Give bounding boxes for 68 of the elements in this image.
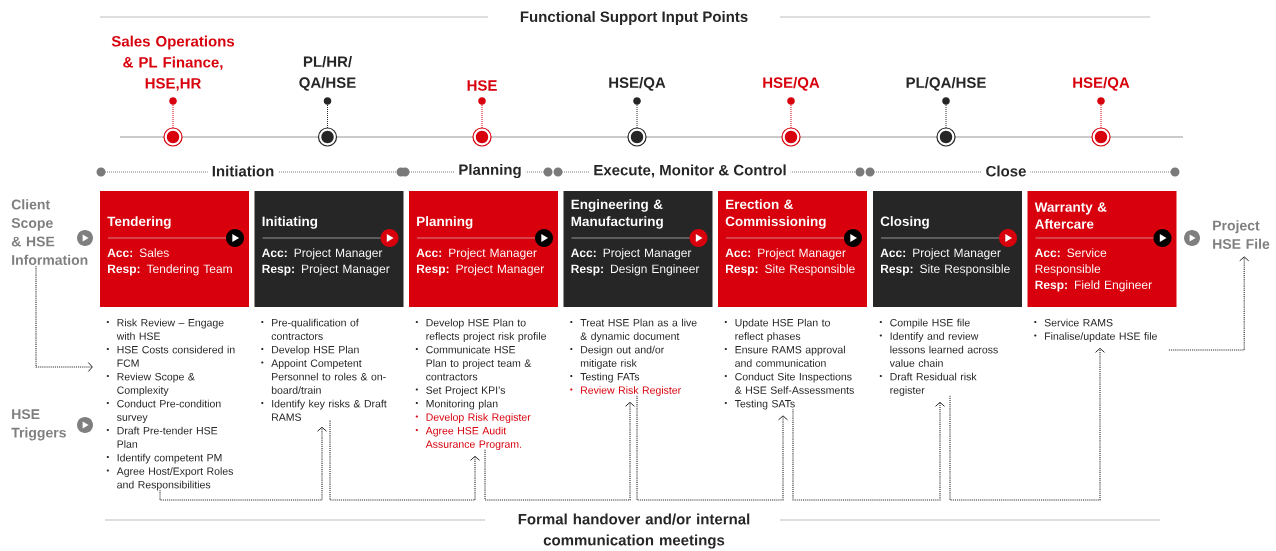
caption: Formal handover and/or internal communication meetings — [518, 513, 750, 549]
node-label: Develop HSE Plan — [272, 345, 359, 356]
node-label: Compile HSE file — [890, 318, 970, 329]
input-label: HSE — [467, 80, 497, 91]
node-label: Agree Host/Export Roles and Responsibilities — [116, 467, 234, 491]
bullet-list: Risk Review – Engage with HSE HSE Costs considered in FCM Review Scope & Complexity Conduct Pre-condition survey Draft Pre-tender HSE Plan Identify competent PM Agree Host/Export Roles and Responsibilities — [106, 318, 235, 491]
bullet-list: Develop HSE Plan to reflects project risk profile Communicate HSE Plan to project team & contractors Set Project KPI’s Monitoring plan Develop Risk Register Agree HSE Audit Assurance Program. — [415, 318, 546, 450]
handover-arrow — [159, 426, 327, 501]
handover-arrow — [949, 347, 1105, 501]
heading: Functional Support Input Points — [520, 11, 748, 25]
phase-card: Erection & Commissioning Acc: Project Manager Resp: Site Responsible — [718, 191, 867, 307]
node-label: Testing SATs — [734, 399, 795, 410]
phase-card: Warranty & Aftercare Acc: Service Responsible Resp: Field Engineer — [1027, 191, 1177, 307]
bullet-list: Treat HSE Plan as a live & dynamic document Design out and/or mitigate risk Testing FATs Review Risk Register — [570, 318, 697, 396]
node-label: Pre-qualification of contractors — [271, 318, 359, 340]
node-label: Appoint Competent Personnel to roles & on-board/train — [271, 359, 386, 394]
handover-arrow — [35, 265, 93, 372]
node-label: Develop HSE Plan to reflects project risk profile — [426, 318, 546, 342]
input-label: Sales Operations & PL Finance, HSE,HR — [111, 35, 235, 91]
phase-label: Close — [981, 161, 1031, 181]
node-label: Develop Risk Register — [426, 413, 531, 423]
side-label: Client Scope & HSE Information — [11, 199, 88, 265]
node-label: Review Scope & Complexity — [117, 372, 195, 396]
node-label: Draft Residual risk register — [890, 372, 977, 396]
bullet-list: Pre-qualification of contractors Develop HSE Plan Appoint Competent Personnel to roles & on-board/train Identify key risks & Draft RAMS — [261, 318, 387, 421]
node-label: Design out and/or mitigate risk — [580, 345, 665, 369]
node-label: HSE Costs considered in FCM — [117, 345, 235, 367]
bullet-list: Compile HSE file Identify and review lessons learned across value chain Draft Residual risk register — [879, 318, 998, 396]
side-label: HSE Triggers — [11, 409, 66, 441]
side-label: Project HSE File — [1213, 220, 1270, 249]
handover-arrow — [484, 401, 635, 501]
node-label: Conduct Site Inspections & HSE Self-Assessments — [735, 372, 854, 394]
node-label: Identify competent PM — [117, 453, 222, 464]
handover-arrow — [792, 401, 945, 501]
input-label: HSE/QA — [763, 77, 820, 91]
node-label: Conduct Pre-condition survey — [117, 399, 221, 423]
handover-arrow — [636, 395, 788, 501]
node-label: Identify key risks & Draft RAMS — [272, 399, 387, 421]
bullet-list: Update HSE Plan to reflect phases Ensure RAMS approval and communication Conduct Site Inspections & HSE Self-Assessments Testing SATs — [724, 318, 854, 410]
node-label: Risk Review – Engage with HSE — [116, 318, 224, 340]
handover-arrow — [1168, 256, 1250, 351]
node-label: Service RAMS — [1044, 318, 1113, 327]
node-label: Draft Pre-tender HSE Plan — [117, 426, 218, 448]
node-label: Communicate HSE Plan to project team & contractors — [426, 345, 532, 381]
node-label: Monitoring plan — [426, 399, 498, 410]
phase-label: Initiation — [207, 161, 279, 181]
handover-arrow — [329, 420, 480, 501]
node-label: Review Risk Register — [581, 386, 681, 396]
phase-card: Planning Acc: Project Manager Resp: Project Manager — [409, 191, 558, 307]
phase-card: Engineering & Manufacturing Acc: Project Manager Resp: Design Engineer — [563, 191, 713, 307]
node-label: Agree HSE Audit Assurance Program. — [425, 426, 522, 450]
input-label: HSE/QA — [1073, 77, 1130, 91]
phase-card: Initiating Acc: Project Manager Resp: Project Manager — [254, 191, 404, 307]
node-label: Treat HSE Plan as a live & dynamic document — [580, 318, 697, 342]
input-label: PL/HR/ QA/HSE — [299, 56, 356, 91]
node-label: Finalise/update HSE file — [1045, 332, 1157, 342]
input-label: HSE/QA — [609, 77, 666, 91]
input-label: PL/QA/HSE — [906, 77, 986, 91]
phase-label: Planning — [454, 159, 526, 182]
phase-label: Execute, Monitor & Control — [589, 160, 791, 182]
node-label: Ensure RAMS approval and communication — [735, 345, 845, 367]
node-label: Identify and review lessons learned across value chain — [889, 332, 998, 367]
bullet-list: Service RAMS Finalise/update HSE file — [1034, 318, 1157, 342]
node-label: Set Project KPI’s — [426, 386, 506, 396]
node-label: Update HSE Plan to reflect phases — [735, 318, 830, 342]
phase-card: Tendering Acc: Sales Resp: Tendering Team — [100, 191, 249, 307]
phase-card: Closing Acc: Project Manager Resp: Site Responsible — [873, 191, 1022, 307]
node-label: Testing FATs — [580, 372, 640, 383]
